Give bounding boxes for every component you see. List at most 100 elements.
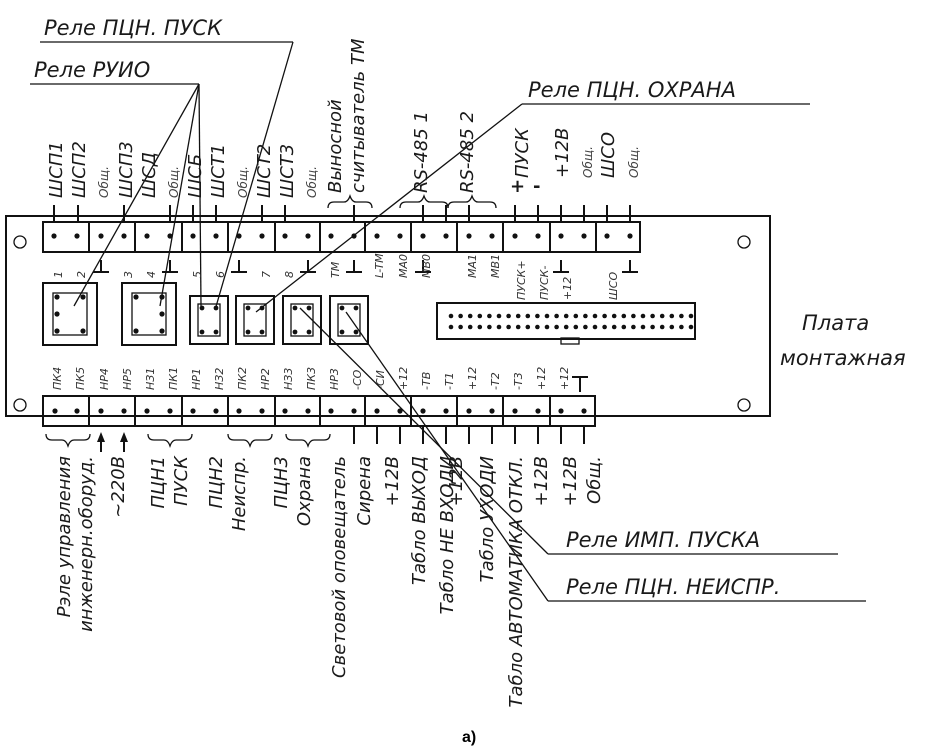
top-pin-label-13: МВ1 <box>489 254 502 278</box>
top-pin-label-7: 8 <box>283 271 296 278</box>
top-label-1: ШСП2 <box>69 141 90 198</box>
top-pin-label-3: 4 <box>145 271 158 278</box>
top-pin-label-9: L-TM <box>373 253 386 278</box>
ribbon-connector <box>436 302 696 345</box>
bottom-pin-label-7: НЗ2 <box>213 368 226 390</box>
top-pin-label-10: МА0 <box>397 254 410 278</box>
polarity-plus: + <box>510 176 525 197</box>
bottom-pin-label-5: ПК1 <box>167 367 180 390</box>
ground-symbols-top <box>93 260 638 273</box>
bottom-label-19: Общ. <box>584 456 605 504</box>
relay-small-4 <box>329 295 369 345</box>
bottom-pin-label-18: +12 <box>466 367 479 390</box>
bottom-pin-label-16: -ТВ <box>420 372 433 390</box>
bottom-pin-label-4: НЗ1 <box>144 368 157 390</box>
bottom-label-2: ~220В <box>108 456 129 518</box>
top-label-9: ШСТ2 <box>254 144 275 198</box>
bottom-terminal-strip <box>42 395 596 427</box>
bottom-label-9: Световой оповещатель <box>329 456 350 678</box>
mounting-board <box>5 215 771 417</box>
top-pin-label-16: +12 <box>561 277 574 300</box>
bottom-pin-label-2: НР4 <box>98 368 111 390</box>
bottom-label-18: +12В <box>560 456 581 506</box>
bottom-pin-label-10: НЗ3 <box>282 368 295 390</box>
callout-relay-pcn-pusk: Реле ПЦН. ПУСК <box>44 16 223 40</box>
bottom-pin-label-1: ПК5 <box>74 367 87 390</box>
bottom-wire-stubs <box>353 426 585 444</box>
reader-label-line1: Выносной <box>325 99 346 193</box>
bottom-label-3: ПЦН1 <box>148 456 169 509</box>
bottom-label-1: инженерн.оборуд. <box>76 456 97 632</box>
top-label-2: Общ. <box>97 166 111 198</box>
reader-label-line2: считыватель ТМ <box>348 38 369 193</box>
top-label-10: ШСТ3 <box>277 144 298 198</box>
bottom-pin-label-21: +12 <box>535 367 548 390</box>
bottom-label-17: +12В <box>531 456 552 506</box>
ac-input-arrows <box>97 432 128 452</box>
relay-small-2 <box>235 295 275 345</box>
top-pin-label-15: ПУСК- <box>538 266 551 300</box>
mounting-hole-top-left <box>13 235 27 249</box>
top-label-6: ШСБ <box>185 154 206 198</box>
bottom-label-10: Сирена <box>354 456 375 526</box>
top-pin-label-4: 5 <box>191 271 204 278</box>
top-pin-label-0: 1 <box>52 271 65 278</box>
rs485-2-label: RS-485 2 <box>457 111 478 193</box>
top-right-label-4: Общ. <box>627 146 641 178</box>
bottom-pin-label-15: +12 <box>397 367 410 390</box>
bottom-label-11: +12В <box>382 456 403 506</box>
top-label-4: ШСД <box>139 152 160 198</box>
top-pin-label-17: ШСО <box>607 272 620 300</box>
relay-small-3 <box>282 295 322 345</box>
bottom-pin-label-19: -Т2 <box>489 372 502 390</box>
relay-small-1 <box>189 295 229 345</box>
bottom-label-5: ПЦН2 <box>206 456 227 509</box>
top-label-0: ШСП1 <box>46 141 67 198</box>
mounting-hole-bottom-left <box>13 398 27 412</box>
top-pin-label-1: 2 <box>75 271 88 278</box>
bottom-label-6: Неиспр. <box>229 456 250 531</box>
top-wire-stubs <box>53 205 631 222</box>
callout-relay-pcn-neispr: Реле ПЦН. НЕИСПР. <box>566 575 780 599</box>
bottom-label-7: ПЦН3 <box>271 456 292 509</box>
bottom-pin-label-6: НР1 <box>190 368 203 390</box>
bottom-label-8: Охрана <box>294 456 315 526</box>
callout-leaders <box>30 41 866 602</box>
bottom-pin-label-11: ПК3 <box>305 367 318 390</box>
board-label-line1: Плата <box>802 311 869 335</box>
board-label-line2: монтажная <box>780 346 906 370</box>
bottom-pin-label-20: -Т3 <box>512 372 525 390</box>
bottom-pin-label-14: -СИ <box>374 370 387 390</box>
bottom-pin-label-3: НР5 <box>121 368 134 390</box>
top-pin-label-8: ТМ <box>329 261 342 278</box>
rs485-1-label: RS-485 1 <box>411 111 432 193</box>
top-pin-label-6: 7 <box>260 271 273 278</box>
bottom-label-15: Табло УХОДИ <box>477 456 498 582</box>
bottom-pin-label-13: -СО <box>351 369 364 390</box>
bottom-pin-label-12: НР3 <box>328 368 341 390</box>
bottom-pin-label-22: +12 <box>558 367 571 390</box>
top-pin-label-11: МВ0 <box>420 254 433 278</box>
relay-ruio-1 <box>42 282 98 346</box>
bottom-pin-label-9: НР2 <box>259 368 272 390</box>
bottom-pin-label-17: -Т1 <box>443 372 456 390</box>
top-right-label-0: ПУСК <box>512 127 533 178</box>
top-pin-label-2: 3 <box>122 271 135 278</box>
top-label-5: Общ. <box>167 166 181 198</box>
top-label-8: Общ. <box>236 166 250 198</box>
top-label-7: ШСТ1 <box>208 144 229 198</box>
polarity-minus: - <box>533 176 540 197</box>
group-braces <box>45 193 497 449</box>
top-label-3: ШСП3 <box>116 141 137 198</box>
bottom-label-4: ПУСК <box>171 455 192 506</box>
figure-caption: а) <box>462 729 476 746</box>
top-right-label-3: ШСО <box>598 132 619 178</box>
top-pin-label-14: ПУСК+ <box>515 260 528 300</box>
bottom-pin-label-8: ПК2 <box>236 367 249 390</box>
mounting-hole-bottom-right <box>737 398 751 412</box>
bottom-pin-label-0: ПК4 <box>51 367 64 390</box>
bottom-label-13: Табло НЕ ВХОДИ <box>437 456 458 614</box>
bottom-label-16: Табло АВТОМАТИКА ОТКЛ. <box>506 456 527 708</box>
